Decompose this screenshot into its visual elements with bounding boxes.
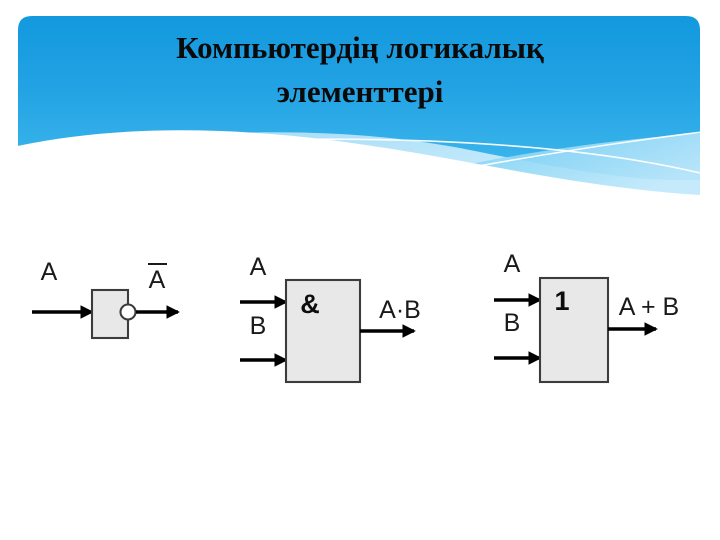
- and-gate-input-label-b: B: [250, 312, 267, 340]
- banner-artwork: [18, 16, 700, 200]
- not-gate-inversion-bubble: [119, 303, 137, 321]
- not-gate: A A: [32, 258, 180, 340]
- logic-gates-diagram: A A A B: [0, 230, 720, 410]
- not-gate-input-label-a: A: [41, 258, 58, 286]
- and-gate-output-label: A·B: [379, 296, 421, 324]
- and-gate: A B & A·B: [240, 253, 421, 384]
- banner-accent-line-1: [249, 138, 700, 179]
- banner-accent-line-2: [299, 129, 700, 200]
- or-gate: A B 1 A + B: [494, 250, 679, 384]
- and-gate-body: [284, 278, 362, 384]
- banner-wave-white: [18, 130, 700, 200]
- header-banner: [0, 0, 720, 200]
- not-gate-output-label: A: [149, 266, 166, 294]
- banner-wave-white-2: [330, 189, 700, 200]
- page-title: Компьютердің логикалық элементтері: [176, 30, 544, 109]
- or-gate-input-label-b: B: [504, 309, 521, 337]
- or-gate-input-label-a: A: [504, 250, 521, 278]
- or-gate-body: [538, 276, 610, 384]
- or-gate-symbol: 1: [554, 286, 569, 316]
- or-gate-output-label: A + B: [619, 293, 679, 321]
- and-gate-symbol: &: [300, 289, 320, 319]
- and-gate-input-label-a: A: [250, 253, 267, 281]
